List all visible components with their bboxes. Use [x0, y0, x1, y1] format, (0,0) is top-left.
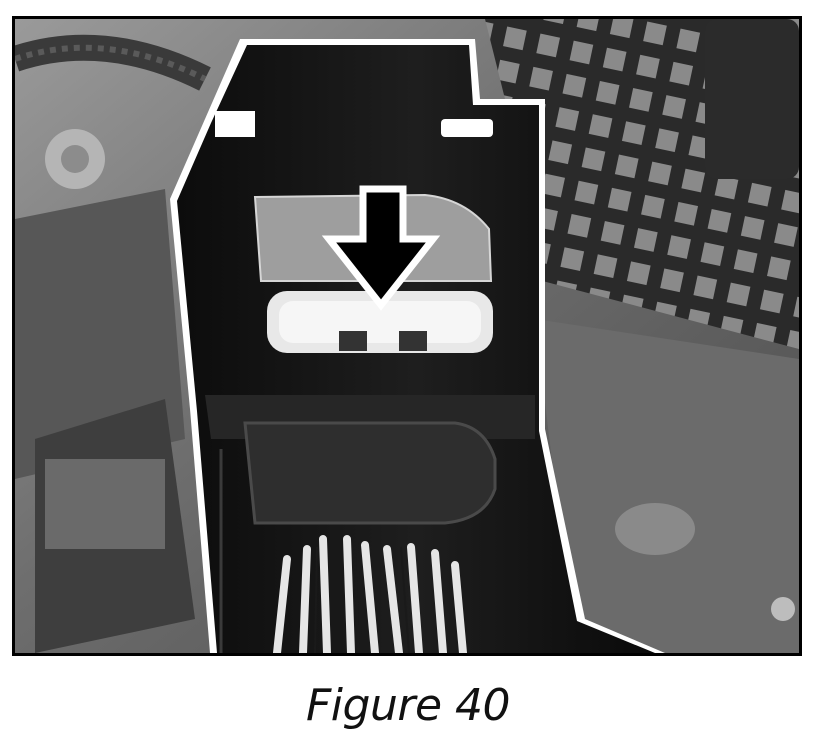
mount-boss [615, 503, 695, 555]
arrow-down-icon [321, 185, 441, 311]
connector-photo [15, 19, 799, 653]
small-bolt [771, 597, 795, 621]
figure-photo [12, 16, 802, 656]
lock-lever [243, 421, 497, 525]
grille-cap [705, 19, 799, 179]
hose-texture [15, 44, 207, 82]
latch-slot-left [215, 111, 255, 137]
window-edge [253, 193, 493, 282]
bolt-center [61, 145, 89, 173]
figure-caption: Figure 40 [306, 680, 510, 731]
latch-slot-right [441, 119, 493, 137]
insert-face [279, 301, 481, 343]
insert-terminal-2 [399, 331, 427, 351]
lower-right-panel [535, 319, 799, 653]
mount-block [45, 459, 165, 549]
insert-terminal-1 [339, 331, 367, 351]
wire-harness [273, 535, 467, 653]
wire-shadows [314, 542, 410, 653]
